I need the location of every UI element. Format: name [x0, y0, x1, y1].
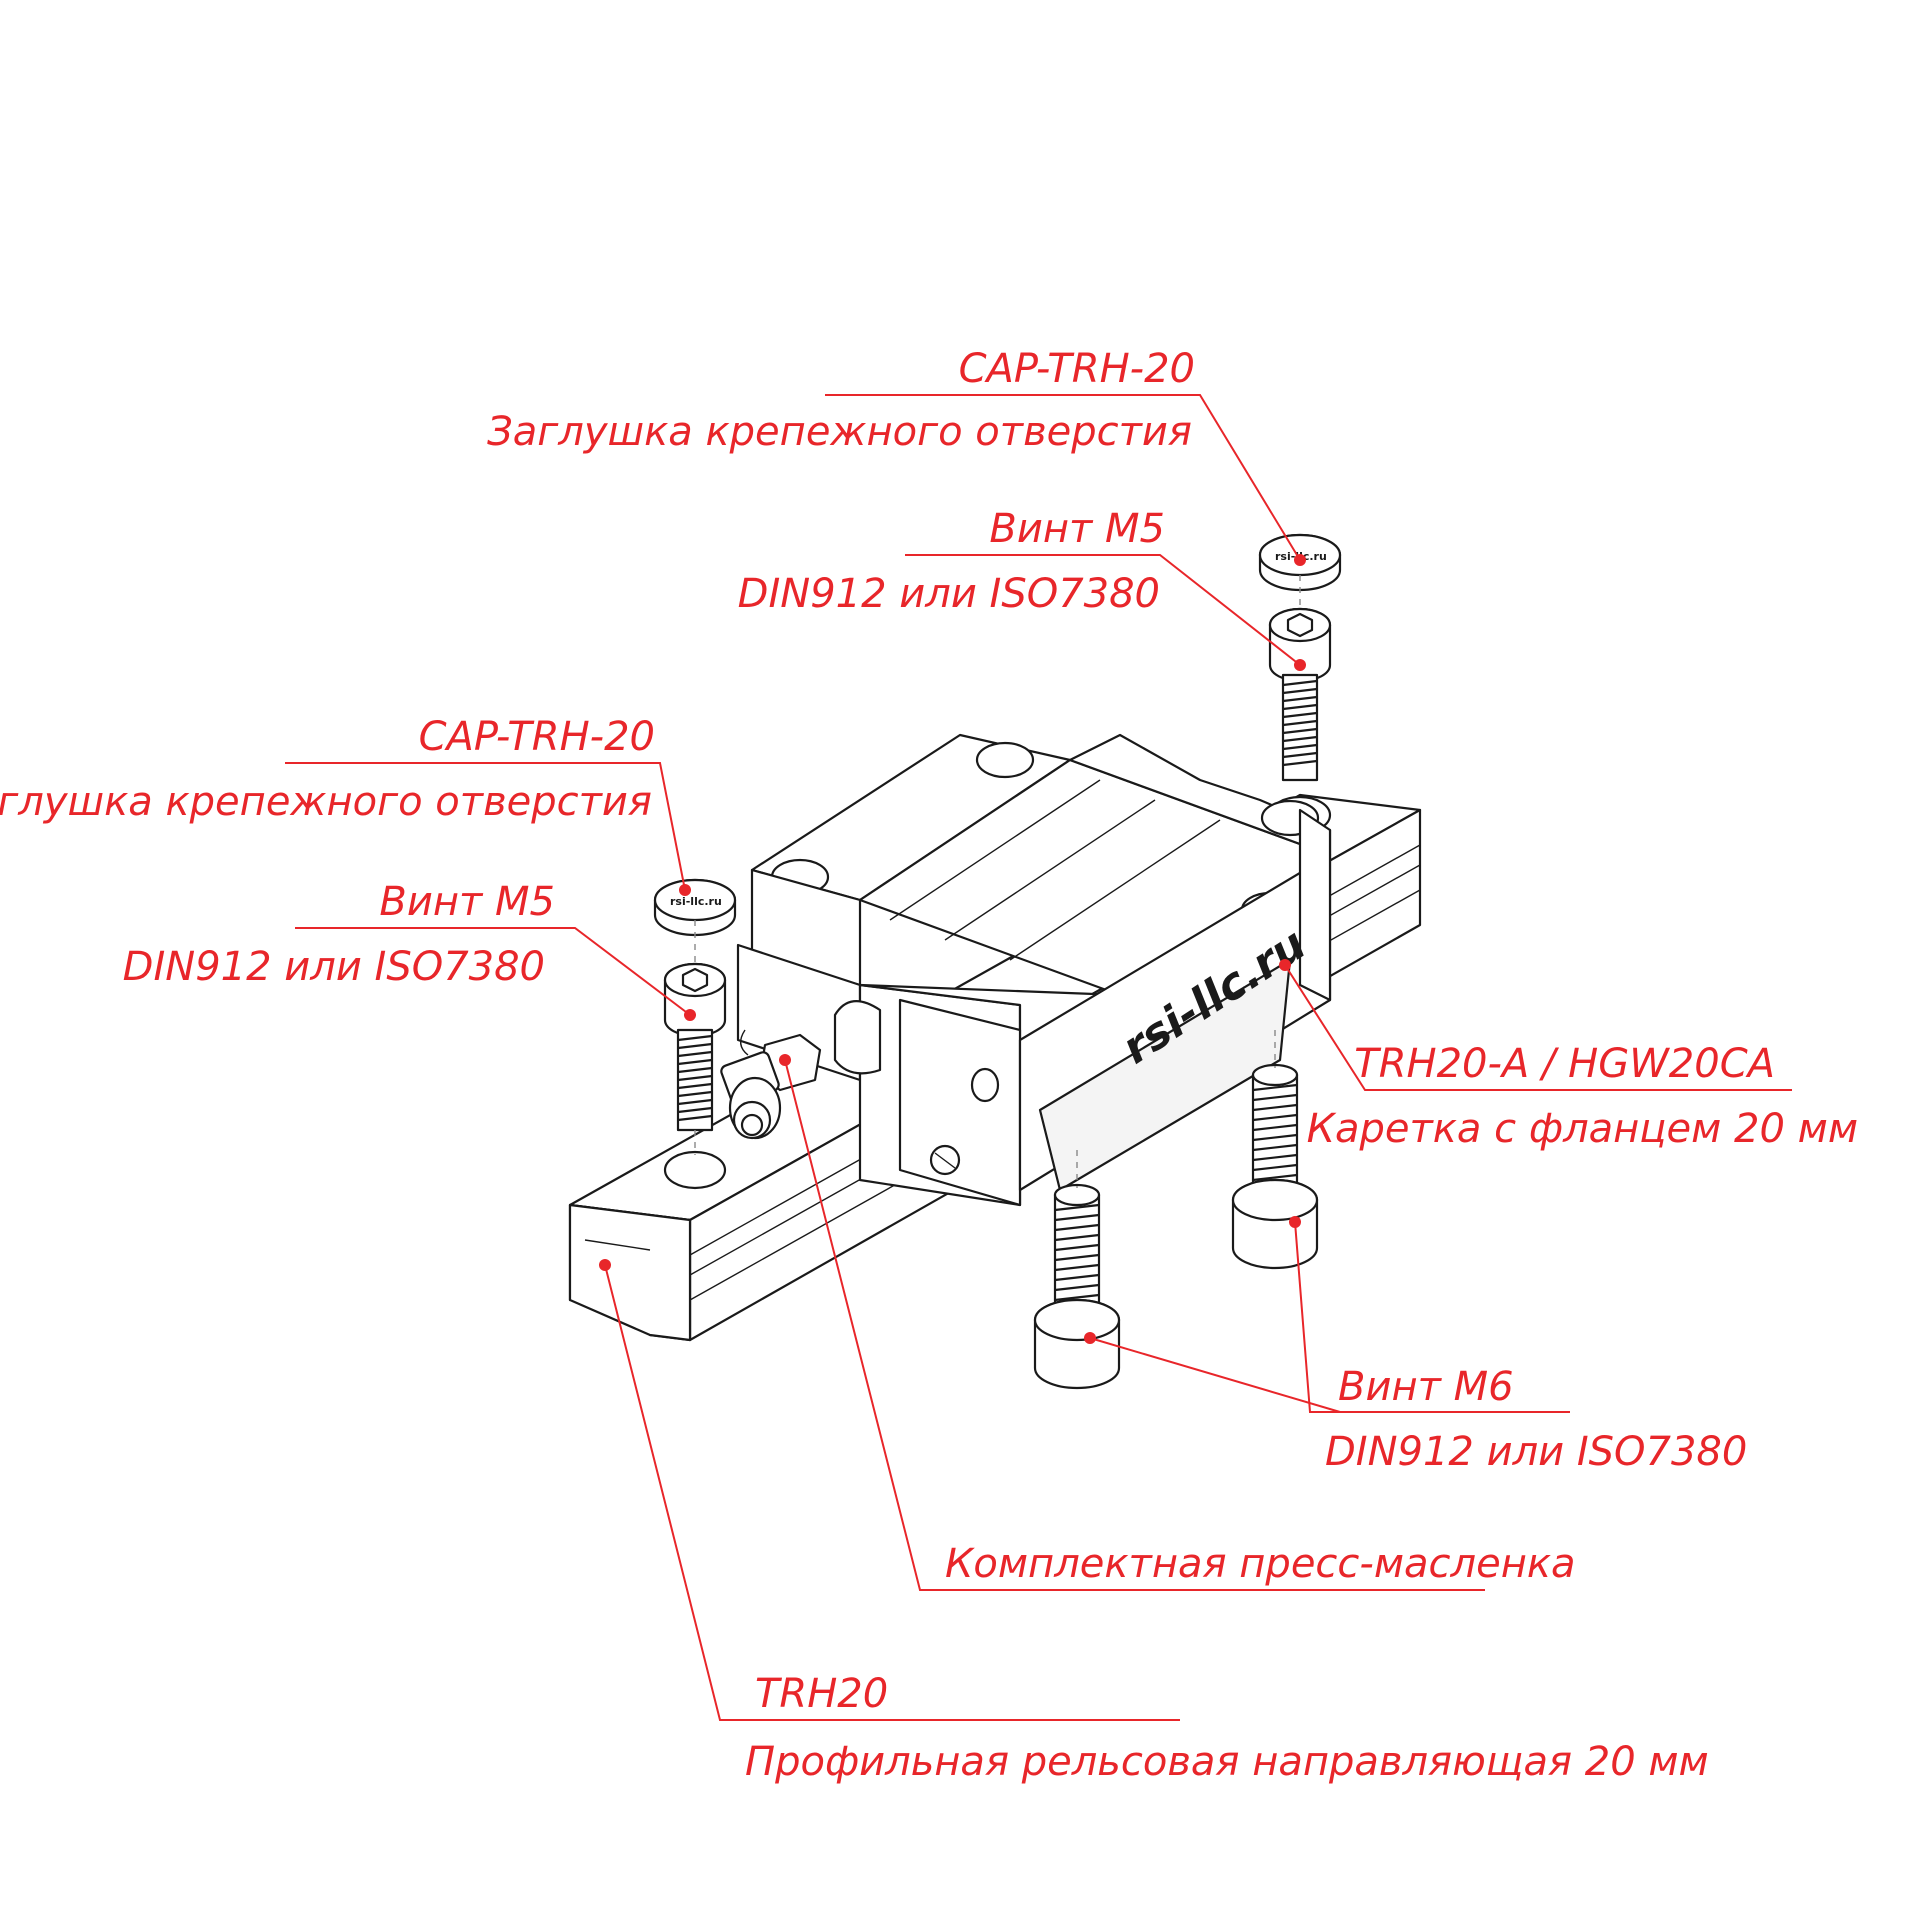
cap-left-code: CAP-TRH-20 — [419, 714, 655, 760]
screw-right-code: Винт М5 — [989, 506, 1165, 552]
screw-left-std: DIN912 или ISO7380 — [123, 944, 545, 990]
screw-m6-rear — [1231, 1063, 1319, 1270]
screw-m6-front — [1033, 1183, 1121, 1390]
left-cap-mark: rsi-llc.ru — [670, 895, 722, 908]
grease-nipple-desc: Комплектная пресс-масленка — [945, 1541, 1576, 1587]
screw-m6-code: Винт М6 — [1338, 1364, 1514, 1410]
cap-right-desc: Заглушка крепежного отверстия — [487, 409, 1192, 455]
carriage — [736, 733, 1332, 1207]
cap-left-desc: Заглушка крепежного отверстия — [0, 779, 652, 825]
callout-leaders — [285, 394, 1792, 1721]
carriage-desc: Каретка с фланцем 20 мм — [1307, 1106, 1858, 1152]
left-hole-cap: rsi-llc.ru — [653, 878, 737, 937]
rail-hole-front — [663, 1150, 727, 1190]
right-screw-m5 — [1268, 607, 1332, 782]
left-screw-m5 — [663, 962, 727, 1132]
screw-m6-std: DIN912 или ISO7380 — [1325, 1429, 1747, 1475]
cap-right-code: CAP-TRH-20 — [959, 346, 1195, 392]
rail-code: TRH20 — [755, 1671, 888, 1717]
screw-left-code: Винт М5 — [379, 879, 555, 925]
carriage-code: TRH20-A / HGW20CA — [1354, 1041, 1775, 1087]
screw-right-std: DIN912 или ISO7380 — [738, 571, 1160, 617]
rail-desc: Профильная рельсовая направляющая 20 мм — [745, 1739, 1709, 1785]
